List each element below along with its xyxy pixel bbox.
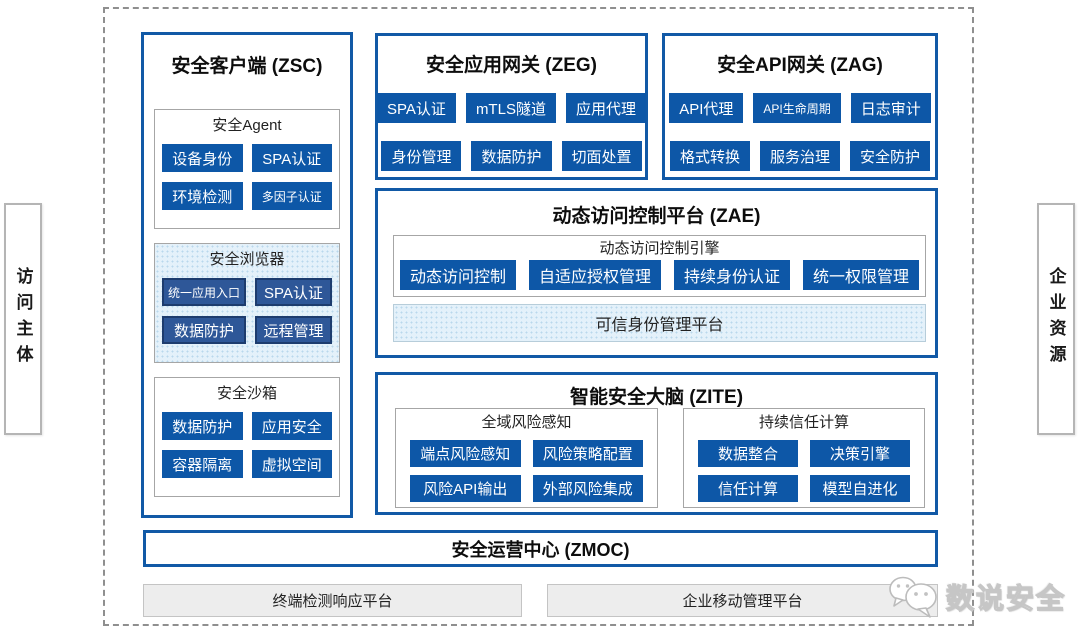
- zite-trust-chip-grid: 数据整合 决策引擎 信任计算 模型自进化: [684, 433, 924, 502]
- module-chip: 端点风险感知: [410, 440, 521, 467]
- module-chip: 持续身份认证: [674, 260, 791, 290]
- emm-platform-bar: 企业移动管理平台: [547, 584, 938, 617]
- module-chip: 统一权限管理: [803, 260, 920, 290]
- zeg-chip-row-1: SPA认证 mTLS隧道 应用代理: [377, 93, 646, 123]
- watermark: 数说安全: [886, 572, 1066, 622]
- zsc-title: 安全客户端 (ZSC): [171, 56, 323, 77]
- access-subject-label: 访问主体: [13, 267, 33, 371]
- module-chip: 切面处置: [561, 141, 642, 171]
- zae-engine-title: 动态访问控制引擎: [599, 240, 720, 257]
- module-chip: 风险策略配置: [532, 440, 643, 467]
- watermark-text: 数说安全: [945, 582, 1067, 614]
- zag-chip-row-1: API代理 API生命周期 日志审计: [665, 93, 935, 123]
- module-chip: 动态访问控制: [399, 260, 516, 290]
- trusted-identity-platform-bar: 可信身份管理平台: [393, 304, 926, 342]
- zsc-sandbox-group: 安全沙箱 数据防护 应用安全 容器隔离 虚拟空间: [154, 377, 340, 497]
- module-chip: 远程管理: [255, 316, 332, 344]
- module-chip: 数据防护: [162, 316, 247, 344]
- module-chip: SPA认证: [255, 278, 332, 306]
- module-chip: 环境检测: [162, 182, 243, 210]
- zsc-security-client-box: 安全客户端 (ZSC) 安全Agent 设备身份 SPA认证 环境检测 多因子认…: [141, 32, 353, 518]
- module-chip: 日志审计: [850, 93, 931, 123]
- zae-engine-group: 动态访问控制引擎 动态访问控制 自适应授权管理 持续身份认证 统一权限管理: [393, 235, 926, 297]
- module-chip: 应用安全: [251, 412, 332, 440]
- module-chip: 数据整合: [698, 440, 798, 467]
- zeg-chip-row-2: 身份管理 数据防护 切面处置: [378, 141, 645, 171]
- module-chip: 格式转换: [669, 141, 750, 171]
- zmoc-title: 安全运营中心 (ZMOC): [451, 539, 630, 560]
- module-chip: 数据防护: [162, 412, 243, 440]
- module-chip: 模型自进化: [810, 475, 910, 502]
- zite-security-brain-box: 智能安全大脑 (ZITE) 全域风险感知 端点风险感知 风险策略配置 风险API…: [375, 372, 938, 515]
- zag-api-gateway-box: 安全API网关 (ZAG) API代理 API生命周期 日志审计 格式转换 服务…: [662, 33, 938, 180]
- zae-title: 动态访问控制平台 (ZAE): [552, 206, 761, 227]
- enterprise-resource-label: 企业资源: [1046, 267, 1066, 371]
- zsc-browser-group: 安全浏览器 统一应用入口 SPA认证 数据防护 远程管理: [154, 243, 340, 363]
- module-chip: mTLS隧道: [465, 93, 556, 123]
- module-chip: 应用代理: [565, 93, 646, 123]
- zite-risk-chip-grid: 端点风险感知 风险策略配置 风险API输出 外部风险集成: [396, 433, 657, 502]
- zite-trust-computing-group: 持续信任计算 数据整合 决策引擎 信任计算 模型自进化: [683, 408, 925, 508]
- module-chip: 数据防护: [471, 141, 552, 171]
- zsc-agent-chip-grid: 设备身份 SPA认证 环境检测 多因子认证: [155, 136, 339, 210]
- zsc-sandbox-group-title: 安全沙箱: [216, 385, 277, 402]
- zite-risk-perception-group: 全域风险感知 端点风险感知 风险策略配置 风险API输出 外部风险集成: [395, 408, 658, 508]
- module-chip: 安全防护: [850, 141, 931, 171]
- module-chip: 虚拟空间: [251, 450, 332, 478]
- module-chip: 外部风险集成: [532, 475, 643, 502]
- zeg-title: 安全应用网关 (ZEG): [426, 55, 597, 76]
- zag-chip-row-2: 格式转换 服务治理 安全防护: [665, 141, 935, 171]
- module-chip: 统一应用入口: [162, 278, 247, 306]
- zeg-app-gateway-box: 安全应用网关 (ZEG) SPA认证 mTLS隧道 应用代理 身份管理 数据防护…: [375, 33, 648, 180]
- zmoc-security-operations-bar: 安全运营中心 (ZMOC): [143, 530, 938, 567]
- module-chip: 容器隔离: [162, 450, 243, 478]
- zae-engine-chip-row: 动态访问控制 自适应授权管理 持续身份认证 统一权限管理: [394, 260, 925, 290]
- chat-bubbles-icon: [889, 576, 937, 618]
- zae-access-control-platform-box: 动态访问控制平台 (ZAE) 动态访问控制引擎 动态访问控制 自适应授权管理 持…: [375, 188, 938, 358]
- zite-title: 智能安全大脑 (ZITE): [569, 387, 744, 408]
- zsc-browser-group-title: 安全浏览器: [209, 251, 285, 268]
- module-chip: 服务治理: [759, 141, 840, 171]
- module-chip: 信任计算: [698, 475, 798, 502]
- module-chip: API生命周期: [753, 93, 841, 123]
- module-chip: SPA认证: [377, 93, 456, 123]
- module-chip: 决策引擎: [810, 440, 910, 467]
- zite-trust-group-title: 持续信任计算: [758, 414, 849, 431]
- zite-risk-group-title: 全域风险感知: [481, 414, 572, 431]
- module-chip: 自适应授权管理: [528, 260, 661, 290]
- zsc-agent-group: 安全Agent 设备身份 SPA认证 环境检测 多因子认证: [154, 109, 340, 229]
- access-subject-box: 访问主体: [4, 203, 42, 435]
- zsc-sandbox-chip-grid: 数据防护 应用安全 容器隔离 虚拟空间: [155, 404, 339, 478]
- diagram-dashed-boundary: [103, 7, 974, 626]
- zsc-browser-chip-grid: 统一应用入口 SPA认证 数据防护 远程管理: [155, 270, 339, 344]
- zag-title: 安全API网关 (ZAG): [717, 55, 883, 76]
- module-chip: 设备身份: [162, 144, 243, 172]
- edr-platform-bar: 终端检测响应平台: [143, 584, 522, 617]
- module-chip: SPA认证: [251, 144, 332, 172]
- zsc-agent-group-title: 安全Agent: [212, 117, 282, 134]
- module-chip: 多因子认证: [251, 182, 332, 210]
- module-chip: 身份管理: [381, 141, 462, 171]
- module-chip: API代理: [669, 93, 744, 123]
- module-chip: 风险API输出: [410, 475, 521, 502]
- enterprise-resource-box: 企业资源: [1037, 203, 1075, 435]
